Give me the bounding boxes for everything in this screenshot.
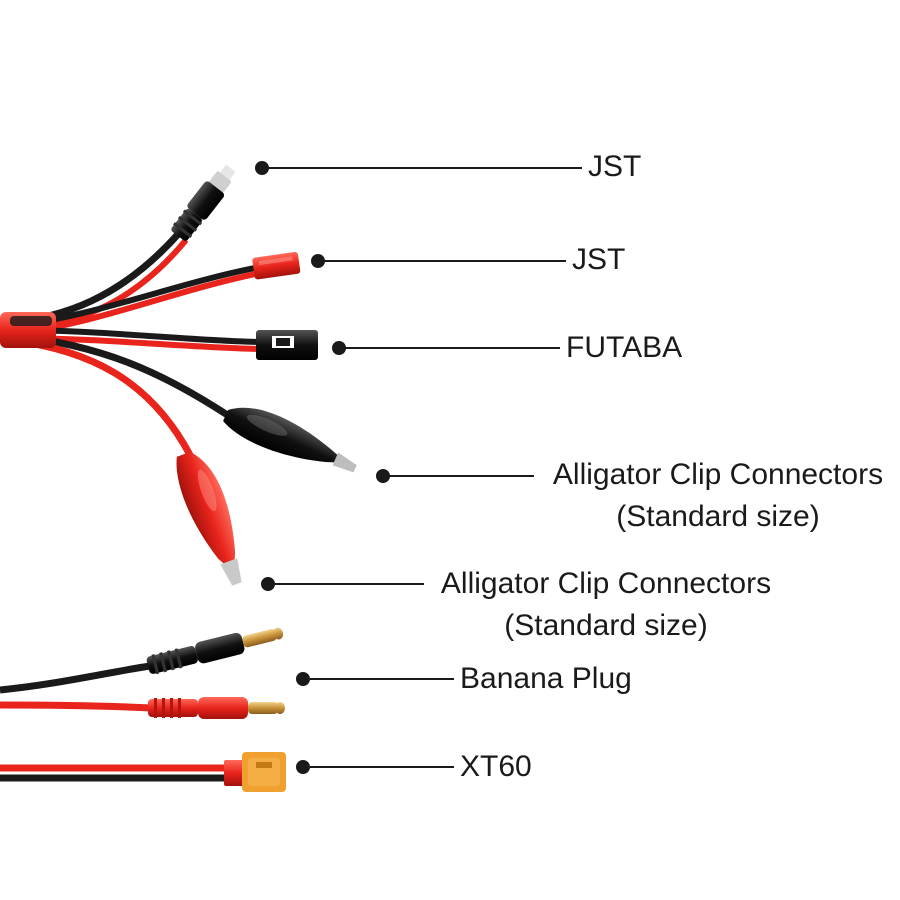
wire-banana-red: [0, 701, 153, 712]
label-alligator-red-line1: Alligator Clip Connectors: [440, 567, 772, 600]
label-xt60: XT60: [460, 750, 532, 784]
jst-connector-red: [252, 251, 301, 280]
label-alligator-black-line1: Alligator Clip Connectors: [552, 458, 884, 491]
label-jst-1-text: JST: [588, 150, 642, 183]
label-banana: Banana Plug: [460, 662, 632, 696]
label-jst-2-text: JST: [572, 243, 626, 276]
label-xt60-text: XT60: [460, 750, 532, 783]
leader-lines: [255, 161, 582, 774]
label-banana-text: Banana Plug: [460, 662, 632, 695]
banana-plug-pair: [0, 627, 285, 719]
label-futaba-text: FUTABA: [566, 331, 683, 364]
label-alligator-red: Alligator Clip Connectors (Standard size…: [426, 567, 786, 643]
alligator-clip-black: [223, 407, 357, 473]
wire-banana-black: [0, 662, 151, 694]
upper-harness: [0, 229, 259, 457]
xt60-connector: [0, 752, 286, 792]
label-futaba: FUTABA: [566, 331, 682, 365]
label-alligator-black-line2: (Standard size): [616, 500, 820, 533]
label-jst-2: JST: [572, 243, 625, 277]
label-jst-1: JST: [588, 150, 641, 184]
label-alligator-red-line2: (Standard size): [504, 609, 708, 642]
alligator-clip-red: [176, 452, 242, 586]
label-alligator-black: Alligator Clip Connectors (Standard size…: [538, 458, 898, 534]
jst-connector-top: [171, 165, 235, 241]
wire-alligator-red: [9, 336, 194, 457]
futaba-connector: [256, 330, 318, 360]
